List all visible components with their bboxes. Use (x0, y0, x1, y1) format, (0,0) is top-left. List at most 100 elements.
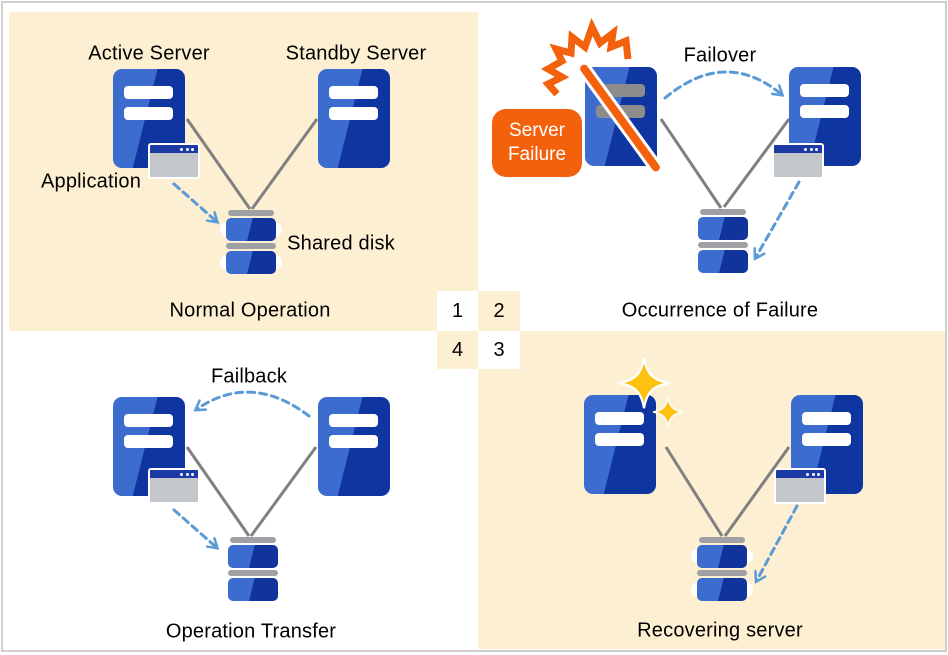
window-titlebar (150, 470, 198, 478)
disk-segment (228, 545, 278, 568)
shared-disk-icon (692, 209, 754, 273)
failover-label: Failover (683, 44, 757, 67)
connection-line (659, 118, 723, 209)
data-flow-arrow (172, 508, 220, 550)
failback-label: Failback (210, 365, 288, 388)
application-window-icon (772, 143, 824, 179)
step-number-3: 3 (478, 331, 520, 369)
application-window-icon (774, 468, 826, 504)
standby-server-label: Standby Server (285, 42, 427, 65)
disk-segment (698, 250, 748, 273)
shared-disk-icon (220, 210, 282, 274)
shared-disk-icon (691, 537, 753, 601)
connections-svg (172, 118, 319, 224)
data-flow-arrow (753, 180, 801, 261)
window-dot (185, 472, 189, 476)
connections-svg (664, 446, 799, 584)
recovered-server-icon (584, 395, 656, 494)
panel-recovering-server: Recovering server (478, 331, 945, 649)
failback-arrow (193, 390, 311, 418)
window-dot (180, 147, 183, 151)
connection-line (185, 446, 251, 537)
panel-caption: Recovering server (637, 619, 803, 642)
window-dot (185, 147, 189, 151)
data-flow-arrow (172, 182, 220, 224)
server-slot (802, 412, 851, 425)
window-dot (809, 147, 813, 151)
panel-caption: Operation Transfer (165, 620, 337, 643)
application-window-icon (148, 468, 200, 504)
connections-svg (172, 390, 318, 550)
panel-caption: Occurrence of Failure (621, 299, 819, 322)
server-failure-badge: Server Failure (492, 109, 582, 177)
server-slot (124, 107, 173, 120)
connection-line (723, 446, 791, 537)
application-label: Application (40, 170, 142, 193)
server-slot (329, 107, 378, 120)
server-slot (595, 412, 644, 425)
step-number-2: 2 (478, 291, 520, 331)
disk-segment (697, 545, 747, 568)
server-icon (318, 397, 390, 496)
server-slot (329, 86, 378, 99)
step-number-1: 1 (437, 291, 478, 331)
server-slot (595, 433, 644, 446)
disk-separator (698, 242, 748, 248)
failure-burst-icon (540, 18, 632, 97)
connections-svg (540, 18, 801, 261)
disk-separator (697, 570, 747, 576)
step-number-4: 4 (437, 331, 478, 369)
disk-separator (228, 570, 278, 576)
connection-line (664, 446, 724, 537)
connection-line (249, 446, 318, 537)
disk-cap (699, 537, 745, 543)
application-window-icon (148, 143, 200, 179)
server-slot (329, 435, 378, 448)
window-dot (817, 472, 820, 476)
server-slot (800, 105, 849, 118)
failover-arrow (663, 70, 785, 100)
window-dot (804, 147, 807, 151)
disk-segment (697, 578, 747, 601)
server-slot (802, 433, 851, 446)
panel-normal-operation: Active Server Standby Server Application… (9, 12, 478, 331)
panel-operation-transfer: Failback Operation Transfer (9, 332, 478, 649)
server-icon (318, 69, 390, 168)
window-titlebar (776, 470, 824, 478)
connection-line (250, 118, 319, 210)
active-server-label: Active Server (88, 42, 210, 65)
disk-separator (226, 243, 276, 249)
connection-line (185, 118, 252, 210)
sparkle-icon-small (652, 396, 684, 428)
server-slot (329, 414, 378, 427)
server-failure-text: Failure (507, 144, 567, 165)
panel-caption: Normal Operation (169, 299, 331, 322)
disk-segment (226, 218, 276, 241)
server-failure-text: Server (509, 120, 565, 141)
server-slot (124, 86, 173, 99)
shared-disk-label: Shared disk (287, 232, 395, 255)
window-dot (806, 472, 809, 476)
disk-segment (226, 251, 276, 274)
window-titlebar (150, 145, 198, 153)
disk-cap (700, 209, 746, 215)
window-dot (815, 147, 818, 151)
server-slot (800, 84, 849, 97)
window-dot (811, 472, 815, 476)
disk-segment (228, 578, 278, 601)
panel-occurrence-of-failure: Failover Server Failure Occurrence of (479, 12, 945, 331)
window-dot (191, 472, 194, 476)
disk-cap (228, 210, 274, 216)
shared-disk-icon (222, 537, 284, 601)
server-slot (124, 414, 173, 427)
disk-cap (230, 537, 276, 543)
disk-segment (698, 217, 748, 240)
window-dot (180, 472, 183, 476)
data-flow-arrow (754, 504, 799, 584)
connection-line (722, 118, 791, 208)
server-slot (124, 435, 173, 448)
window-titlebar (774, 145, 822, 153)
server-icon (789, 67, 861, 166)
window-dot (191, 147, 194, 151)
